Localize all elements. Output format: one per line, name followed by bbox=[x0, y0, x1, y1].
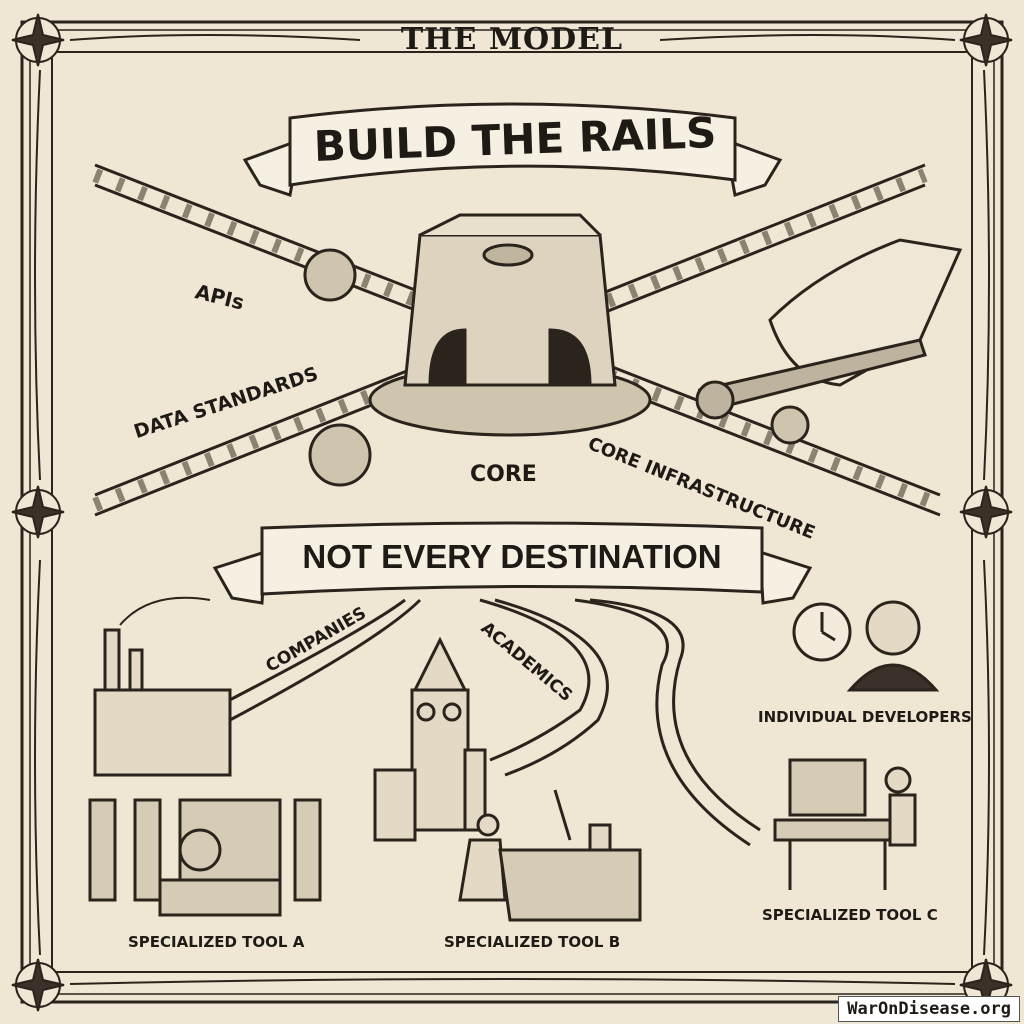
core-hub bbox=[303, 213, 810, 487]
label-core: CORE bbox=[470, 462, 537, 487]
route-label-individual-developers: INDIVIDUAL DEVELOPERS bbox=[758, 708, 972, 726]
tool-label-a: SPECIALIZED TOOL A bbox=[128, 933, 305, 951]
scientist-at-lab-bench bbox=[458, 789, 642, 922]
factory bbox=[93, 596, 232, 777]
workers-with-machine bbox=[88, 798, 322, 917]
tool-label-c: SPECIALIZED TOOL C bbox=[762, 906, 938, 924]
ribbon-banners bbox=[212, 102, 813, 605]
watermark: WarOnDisease.org bbox=[838, 996, 1020, 1022]
clock-tower bbox=[373, 636, 487, 842]
tool-label-b: SPECIALIZED TOOL B bbox=[444, 933, 621, 951]
page-title: THE MODEL bbox=[400, 22, 624, 57]
compass-rose-icons bbox=[11, 13, 1013, 1012]
developer-portrait-and-clock bbox=[792, 600, 940, 692]
hand-with-wrench bbox=[695, 238, 963, 420]
developer-workstation bbox=[773, 758, 917, 890]
banner-not-every-destination: NOT EVERY DESTINATION bbox=[302, 538, 722, 575]
